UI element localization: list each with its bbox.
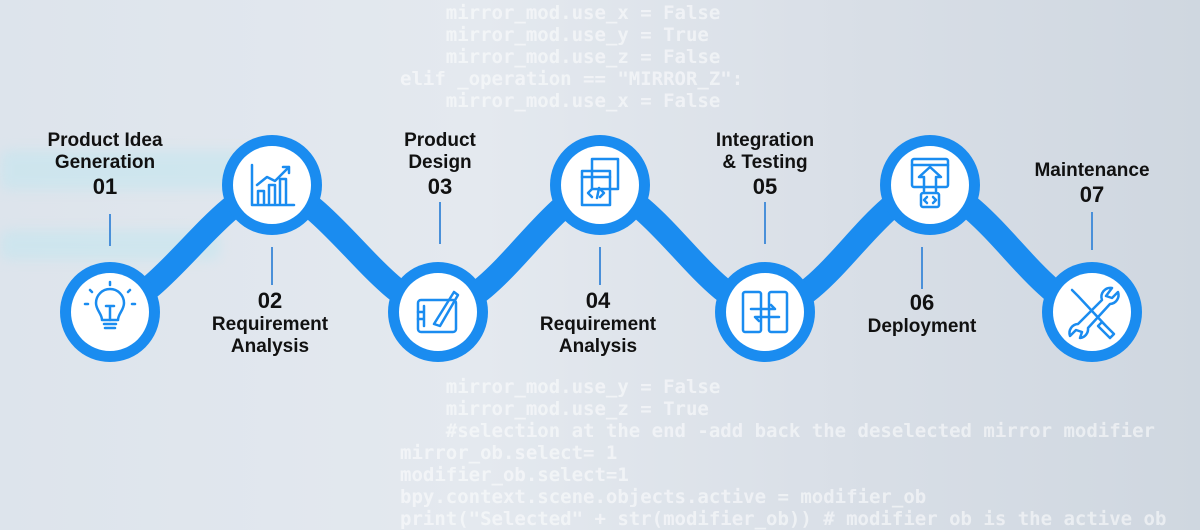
node-center	[561, 146, 639, 224]
background-code-top: mirror_mod.use_x = False mirror_mod.use_…	[400, 2, 743, 112]
step-number: 07	[1079, 182, 1105, 207]
connector-line	[599, 247, 601, 285]
code-windows-icon	[580, 157, 620, 207]
connector-line	[921, 247, 923, 289]
step-number: 06	[909, 290, 935, 315]
code-line: mirror_mod.use_z = True	[400, 398, 709, 420]
step-title: Product Idea	[47, 130, 163, 151]
node-center	[726, 273, 804, 351]
code-line: mirror_ob.select= 1	[400, 442, 618, 464]
step-title: & Testing	[722, 152, 808, 173]
code-line: mirror_mod.use_y = True	[400, 24, 709, 46]
step-title: Generation	[54, 152, 156, 173]
connector-line	[271, 247, 273, 285]
lightbulb-icon	[83, 280, 137, 330]
step-title: Deployment	[867, 316, 977, 337]
step-number: 02	[257, 288, 283, 313]
step-title: Requirement	[211, 314, 329, 335]
step-number: 01	[92, 174, 118, 199]
step-node-3	[388, 262, 488, 362]
node-center	[891, 146, 969, 224]
connector-line	[109, 214, 111, 246]
code-line: print("Selected" + str(modifier_ob)) # m…	[400, 508, 1167, 530]
code-line: mirror_mod.use_y = False	[400, 376, 721, 398]
step-title: Analysis	[558, 336, 638, 357]
connector-line	[1091, 212, 1093, 250]
code-line: #selection at the end -add back the dese…	[400, 420, 1155, 442]
step-number: 04	[585, 288, 611, 313]
step-node-4	[550, 135, 650, 235]
code-line: mirror_mod.use_x = False	[400, 2, 721, 24]
tools-icon	[1068, 286, 1120, 340]
node-center	[399, 273, 477, 351]
device-sync-icon	[741, 290, 789, 334]
connector-line	[439, 202, 441, 244]
code-line: elif _operation == "MIRROR_Z":	[400, 68, 744, 90]
step-number: 03	[427, 174, 453, 199]
step-node-6	[880, 135, 980, 235]
bg-glow	[0, 150, 260, 190]
background-code-bottom: mirror_mod.use_y = False mirror_mod.use_…	[400, 376, 1166, 530]
step-node-2	[222, 135, 322, 235]
step-number: 05	[752, 174, 778, 199]
step-node-7	[1042, 262, 1142, 362]
step-title: Maintenance	[1034, 160, 1150, 181]
code-line: modifier_ob.select=1	[400, 464, 629, 486]
code-line: mirror_mod.use_z = False	[400, 46, 721, 68]
step-title: Design	[408, 152, 472, 173]
chart-growth-icon	[250, 163, 296, 207]
step-title: Integration	[715, 130, 815, 151]
code-line: bpy.context.scene.objects.active = modif…	[400, 486, 927, 508]
code-line: mirror_mod.use_x = False	[400, 90, 721, 112]
step-node-1	[60, 262, 160, 362]
upload-code-icon	[910, 157, 950, 209]
step-title: Product	[404, 130, 476, 151]
connector-line	[764, 202, 766, 244]
step-title: Analysis	[230, 336, 310, 357]
design-tablet-icon	[416, 290, 460, 334]
step-node-5	[715, 262, 815, 362]
step-title: Requirement	[539, 314, 657, 335]
